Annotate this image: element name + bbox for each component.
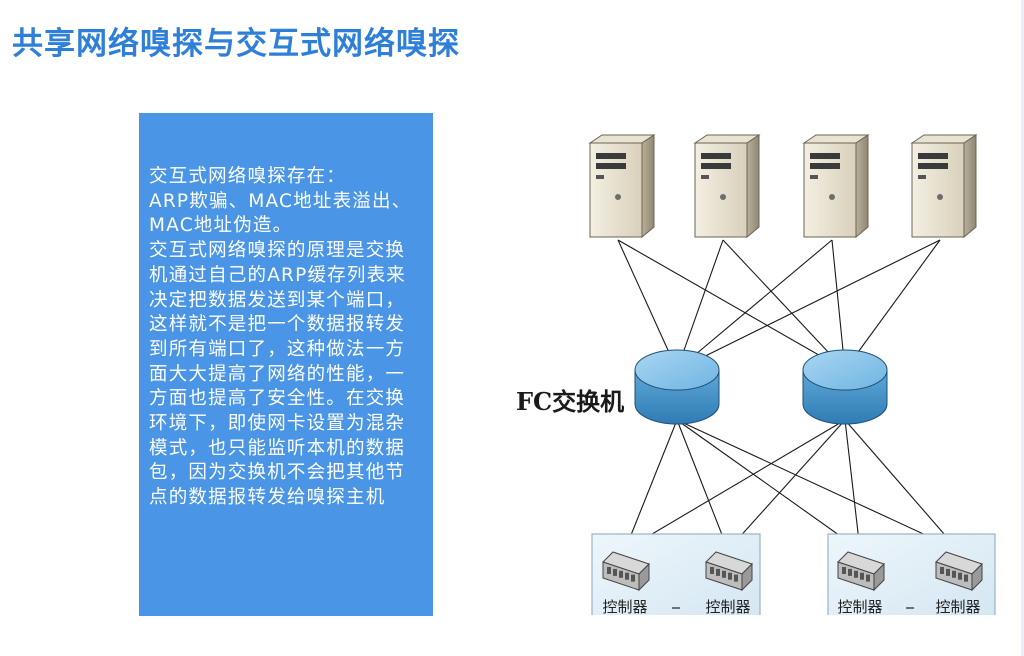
link-lines <box>617 239 959 551</box>
link-line <box>617 239 846 371</box>
slide-title: 共享网络嗅探与交互式网络嗅探 <box>12 26 460 62</box>
server-icon <box>693 134 761 239</box>
link-line <box>831 239 846 371</box>
controller-label: 控制器 <box>935 598 980 615</box>
panel-text: 交互式网络嗅探存在： ARP欺骗、MAC地址表溢出、 MAC地址伪造。 交互式网… <box>149 166 412 509</box>
controller-icon <box>837 551 885 592</box>
server-icon <box>802 134 870 239</box>
link-line <box>676 239 833 371</box>
text-panel: 交互式网络嗅探存在： ARP欺骗、MAC地址表溢出、 MAC地址伪造。 交互式网… <box>139 113 433 616</box>
link-line <box>617 239 678 371</box>
controller-label: 控制器 <box>837 598 882 615</box>
link-line <box>624 419 846 551</box>
link-line <box>844 419 861 551</box>
switch-icon <box>634 349 720 425</box>
link-line <box>844 239 941 371</box>
controller-label: 控制器 <box>705 598 750 615</box>
link-line <box>844 419 959 551</box>
link-line <box>676 419 729 551</box>
switch-label: FC交换机 <box>516 387 624 416</box>
controller-icon <box>705 551 753 592</box>
server-icon <box>910 134 978 239</box>
link-line <box>676 239 724 371</box>
link-line <box>676 239 941 371</box>
network-diagram: FC交换机控制器 控制器 控制器 控制器 <box>510 115 1024 615</box>
controller-label: 控制器 <box>602 598 647 615</box>
link-line <box>722 239 846 371</box>
link-line <box>727 419 846 551</box>
link-line <box>676 419 959 551</box>
slide-edge <box>1021 0 1024 656</box>
server-icon <box>588 134 656 239</box>
link-line <box>676 419 861 551</box>
controller-icon <box>935 551 983 592</box>
switch-icon <box>802 349 888 425</box>
controller-icon <box>602 551 650 592</box>
link-line <box>624 419 678 551</box>
